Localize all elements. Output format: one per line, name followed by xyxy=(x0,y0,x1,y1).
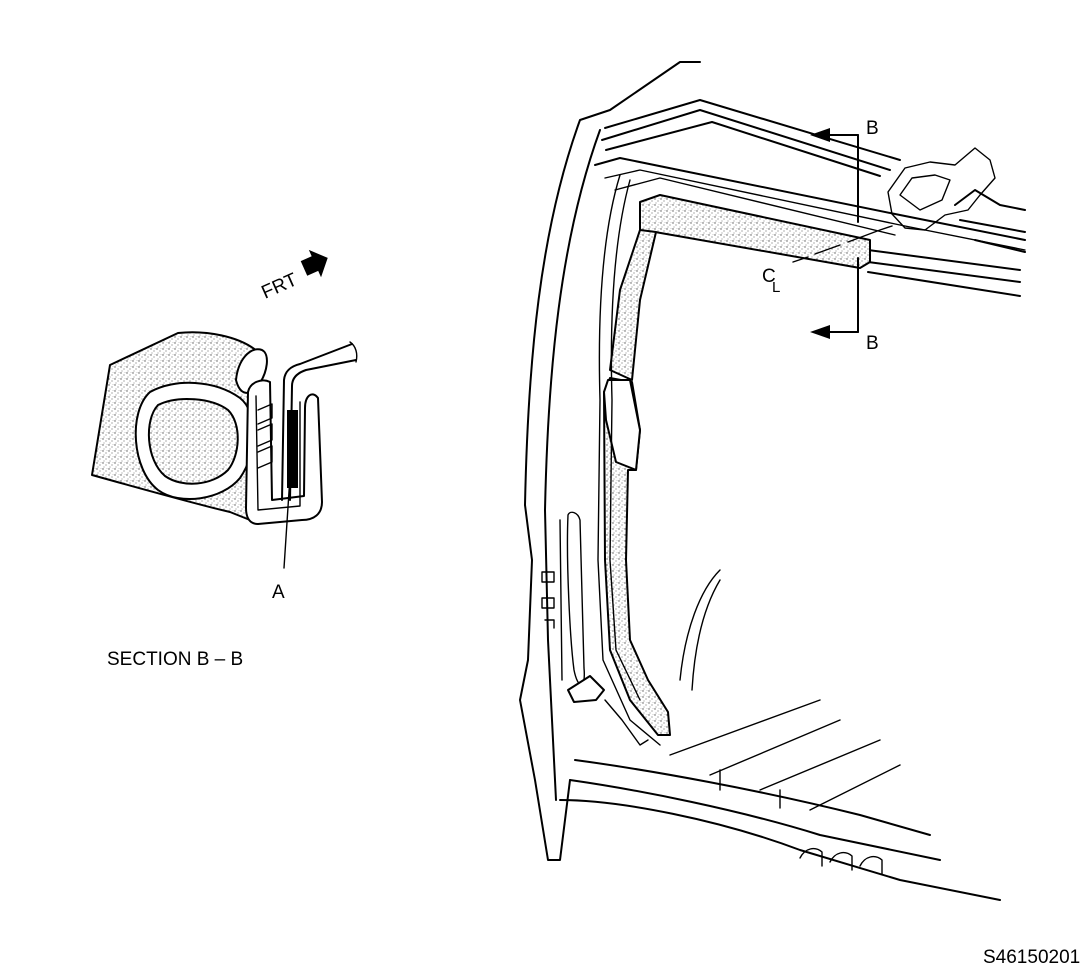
body-opening-view xyxy=(519,61,1026,901)
roof-rail-lower xyxy=(594,157,1026,241)
roof-end-flange xyxy=(954,189,1026,253)
roof-rail-outer xyxy=(604,99,901,161)
seal-bulb-inner xyxy=(147,398,239,485)
gripper-teeth xyxy=(257,403,273,469)
section-detail xyxy=(91,331,358,569)
weatherstrip-seal-header xyxy=(639,194,871,269)
profile-sketch-inner xyxy=(899,174,951,211)
arrow-left-icon xyxy=(810,325,830,339)
leader-a xyxy=(283,445,293,569)
body-pillar-edge xyxy=(544,129,601,511)
centerline-symbol-c: C xyxy=(762,266,776,287)
floor-slots xyxy=(799,847,883,875)
arrow-left-icon xyxy=(810,128,830,142)
centerline xyxy=(792,225,893,263)
centerline-symbol-l: L xyxy=(772,279,780,296)
floor-sill xyxy=(559,779,1001,901)
pinch-flange-inner xyxy=(289,359,357,501)
pillar-lower-outer xyxy=(519,504,571,861)
flange-break xyxy=(349,341,358,363)
frt-label: FRT xyxy=(258,269,300,303)
pillar-lower-inner xyxy=(544,509,557,801)
section-marker-b-top: B xyxy=(866,118,879,139)
pillar-slots xyxy=(541,571,555,629)
frt-indicator: FRT xyxy=(258,249,328,304)
roof-rail-lip xyxy=(601,109,891,177)
pinch-flange xyxy=(281,343,353,501)
figure-id: S46150201 xyxy=(983,947,1080,968)
section-title: SECTION B – B xyxy=(107,649,243,670)
floor-ribs xyxy=(669,699,901,811)
profile-sketch xyxy=(887,147,996,231)
body-pillar-outer xyxy=(524,61,701,506)
roof-rail-bottom xyxy=(867,249,1021,297)
opening-edge-inner2 xyxy=(609,179,641,701)
carrier-channel-outer xyxy=(245,379,323,525)
lower-bracket xyxy=(567,675,605,703)
pillar-rib xyxy=(559,511,586,686)
lower-bracket-2 xyxy=(604,699,649,746)
carrier-channel-inner xyxy=(255,395,301,511)
opening-edge-inner xyxy=(597,174,661,746)
wheel-arch xyxy=(679,569,721,691)
roof-rail-line2 xyxy=(604,169,1026,251)
section-marker-b-bottom: B xyxy=(866,333,879,354)
callout-a: A xyxy=(272,582,285,603)
weatherstrip-seal-pillar xyxy=(609,229,657,381)
floor-sill-lower xyxy=(574,759,931,836)
arrow-right-icon xyxy=(300,249,328,278)
